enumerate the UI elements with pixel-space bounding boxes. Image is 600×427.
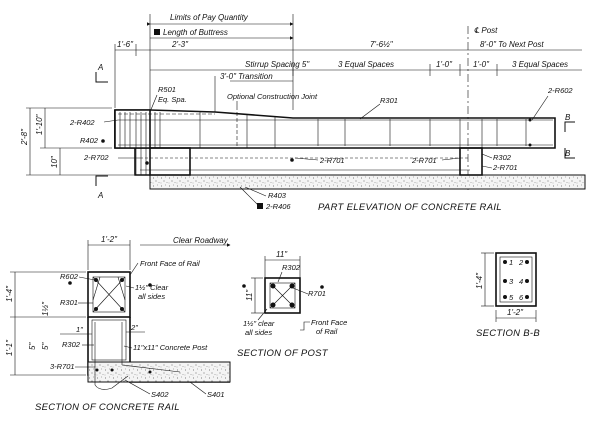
rail-clear-dim: 1½" bbox=[41, 301, 50, 316]
r701-b-label: 2-R701 bbox=[411, 156, 437, 165]
post-clear-1: 1½" clear bbox=[243, 319, 275, 328]
stirrup-spacing-label: Stirrup Spacing 5" bbox=[245, 60, 310, 69]
r501-label: R501 bbox=[158, 85, 176, 94]
dim-5-b: 5" bbox=[41, 342, 50, 350]
post-r701-label: R701 bbox=[308, 289, 326, 298]
post-outline-left bbox=[149, 147, 191, 176]
elevation-vertical-dims bbox=[26, 107, 134, 176]
dim-1-0-b: 1'-0" bbox=[473, 60, 490, 69]
r702-label: 2-R702 bbox=[83, 153, 109, 162]
section-b-b: 1'-4" 1'-2" 1 2 3 4 5 6 SECTION B-B bbox=[475, 252, 540, 339]
r406-label: 2-R406 bbox=[265, 202, 291, 211]
dim-2-8: 2'-8" bbox=[20, 128, 29, 146]
dim-2-3: 2'-3" bbox=[171, 40, 189, 49]
transition-label: 3'-0" Transition bbox=[220, 72, 273, 81]
section-of-post: 11" R302 11" R701 1½" clear all sides Fr… bbox=[237, 250, 347, 359]
dim-1-0-a: 1'-0" bbox=[436, 60, 453, 69]
dim-10: 10" bbox=[50, 155, 59, 168]
dim-8-0-next-post: 8'-0" To Next Post bbox=[480, 40, 544, 49]
concrete-post-note: 11"x11" Concrete Post bbox=[133, 343, 208, 352]
rail-width-dim: 1'-2" bbox=[101, 235, 118, 244]
r302-section-label: R302 bbox=[62, 340, 81, 349]
r701-c-label: 2-R701 bbox=[492, 163, 518, 172]
section-b-bottom-mark: B bbox=[565, 149, 571, 158]
post-outline bbox=[264, 277, 301, 314]
post-front-face-2: of Rail bbox=[316, 327, 338, 336]
post-r302-label: R302 bbox=[282, 263, 301, 272]
rail-section-outline bbox=[87, 271, 131, 318]
post-front-face-1: Front Face bbox=[311, 318, 347, 327]
clear-note-2: all sides bbox=[138, 292, 165, 301]
post-outline-right bbox=[459, 147, 483, 176]
post-clear-2: all sides bbox=[245, 328, 272, 337]
elevation-dimension-lines bbox=[114, 14, 582, 190]
rail-body bbox=[114, 106, 586, 190]
section-a-top-mark: A bbox=[97, 63, 103, 72]
rail-height-dim: 1'-4" bbox=[5, 285, 14, 302]
bb-bar-2: 2 bbox=[518, 258, 524, 267]
r302-label: R302 bbox=[493, 153, 512, 162]
three-equal-spaces-1: 3 Equal Spaces bbox=[338, 60, 394, 69]
pay-quantity-marker-icon bbox=[154, 29, 160, 35]
r602-section-label: R602 bbox=[60, 272, 79, 281]
r403-label: R403 bbox=[268, 191, 287, 200]
dim-1-6: 1'-6" bbox=[117, 40, 134, 49]
s401-label: S401 bbox=[207, 390, 225, 399]
r301-label: R301 bbox=[380, 96, 398, 105]
section-rail-title: SECTION OF CONCRETE RAIL bbox=[35, 402, 180, 413]
front-face-label: Front Face of Rail bbox=[140, 259, 200, 268]
post-centerline-label: ℄ Post bbox=[474, 26, 498, 35]
r701-section-label: 3-R701 bbox=[50, 362, 75, 371]
bb-height-dim: 1'-4" bbox=[475, 272, 484, 289]
three-equal-spaces-2: 3 Equal Spaces bbox=[512, 60, 568, 69]
clear-note-1: 1½" Clear bbox=[135, 283, 169, 292]
r301-section-label: R301 bbox=[60, 298, 78, 307]
optional-construction-joint-label: Optional Construction Joint bbox=[227, 92, 318, 101]
elevation-title: PART ELEVATION OF CONCRETE RAIL bbox=[318, 202, 502, 213]
section-a-cut-line bbox=[95, 72, 108, 186]
r602-label: 2-R602 bbox=[547, 86, 573, 95]
dim-5-a: 5" bbox=[28, 342, 37, 350]
r402-label: R402 bbox=[80, 136, 99, 145]
dim-1-10: 1'-10" bbox=[35, 113, 44, 135]
s402-label: S402 bbox=[151, 390, 169, 399]
length-buttress-label: Length of Buttress bbox=[163, 28, 228, 37]
r402-top-label: 2-R402 bbox=[69, 118, 95, 127]
bb-bar-1: 1 bbox=[509, 258, 513, 267]
dim-2-inch: 2" bbox=[130, 323, 138, 332]
deck-slab bbox=[149, 174, 586, 190]
dim-1-inch: 1" bbox=[76, 325, 83, 334]
eq-spa-label: Eq. Spa. bbox=[158, 95, 187, 104]
section-a-bottom-mark: A bbox=[97, 191, 103, 200]
limits-pay-quantity-label: Limits of Pay Quantity bbox=[170, 13, 249, 22]
post-height-dim: 1'-1" bbox=[5, 339, 14, 356]
bb-bar-4: 4 bbox=[519, 277, 523, 286]
rail-section-slab bbox=[87, 361, 231, 383]
dim-7-6-half: 7'-6½" bbox=[370, 40, 394, 49]
part-elevation: Limits of Pay Quantity Length of Buttres… bbox=[20, 13, 586, 213]
bb-bar-5: 5 bbox=[509, 293, 514, 302]
r701-a-label: 2-R701 bbox=[319, 156, 345, 165]
section-concrete-rail: 1'-2" Clear Roadway Front Face of Rail R… bbox=[5, 235, 231, 413]
post-top-dim: 11" bbox=[276, 250, 288, 259]
section-b-top-mark: B bbox=[565, 113, 571, 122]
section-bb-title: SECTION B-B bbox=[476, 328, 540, 339]
bb-bar-3: 3 bbox=[509, 277, 514, 286]
bb-width-dim: 1'-2" bbox=[507, 308, 524, 317]
post-side-dim: 11" bbox=[245, 289, 254, 301]
section-post-title: SECTION OF POST bbox=[237, 348, 329, 359]
bb-outline bbox=[495, 252, 537, 307]
section-b-cut-line bbox=[564, 121, 575, 159]
bb-bar-6: 6 bbox=[519, 293, 524, 302]
r406-marker-icon bbox=[257, 203, 263, 209]
clear-roadway-label: Clear Roadway bbox=[173, 236, 229, 245]
